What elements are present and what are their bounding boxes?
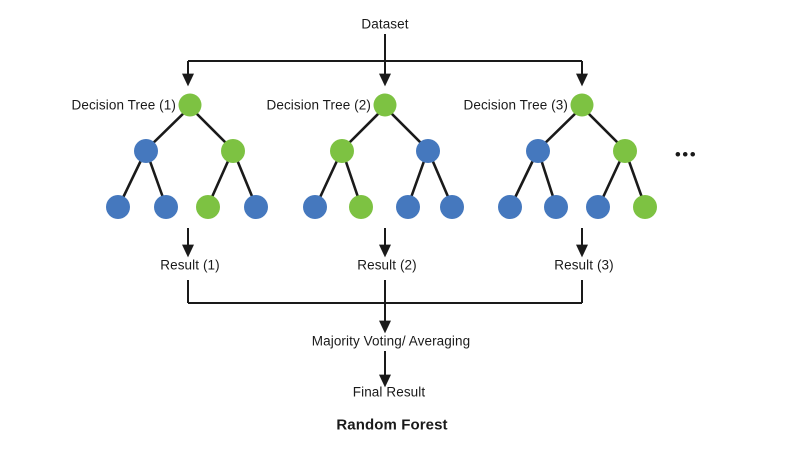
tree-2-label: Decision Tree (2) (266, 97, 371, 113)
tree-2-nodes (303, 93, 464, 219)
tree-3-leaf-node-3 (586, 195, 610, 219)
tree-2-leaf-node-3 (396, 195, 420, 219)
majority-voting-label: Majority Voting/ Averaging (311, 333, 471, 349)
tree-1-nodes (106, 93, 268, 219)
tree-3-level2-node-1 (526, 139, 550, 163)
tree-2-level2-node-1 (330, 139, 354, 163)
tree-2-leaf-node-4 (440, 195, 464, 219)
tree-3-leaf-node-2 (544, 195, 568, 219)
tree-3-root-node (570, 93, 594, 117)
tree-3-label: Decision Tree (3) (463, 97, 568, 113)
tree-1-leaf-node-2 (154, 195, 178, 219)
dataset-split-connectors (182, 34, 588, 87)
tree-2-root-node (373, 93, 397, 117)
tree-1-leaf-node-3 (196, 195, 220, 219)
tree-3-nodes (498, 93, 657, 219)
diagram-caption: Random Forest (336, 416, 448, 434)
tree-1-root-node (178, 93, 202, 117)
result-2-label: Result (2) (357, 257, 417, 273)
more-trees-ellipsis-icon: ••• (674, 145, 698, 164)
tree-1-leaf-node-1 (106, 195, 130, 219)
result-1-label: Result (1) (160, 257, 220, 273)
result-merge-connectors (187, 280, 583, 388)
tree-1-label: Decision Tree (1) (71, 97, 176, 113)
tree-3-level2-node-2 (613, 139, 637, 163)
tree-2-level2-node-2 (416, 139, 440, 163)
tree-2-leaf-node-2 (349, 195, 373, 219)
tree-result-arrows (182, 228, 588, 258)
tree-3-leaf-node-4 (633, 195, 657, 219)
tree-1-level2-node-1 (134, 139, 158, 163)
tree-3-leaf-node-1 (498, 195, 522, 219)
result-3-label: Result (3) (554, 257, 614, 273)
dataset-label: Dataset (361, 16, 409, 32)
final-result-label: Final Result (352, 384, 426, 400)
tree-1-level2-node-2 (221, 139, 245, 163)
tree-1-leaf-node-4 (244, 195, 268, 219)
tree-2-leaf-node-1 (303, 195, 327, 219)
